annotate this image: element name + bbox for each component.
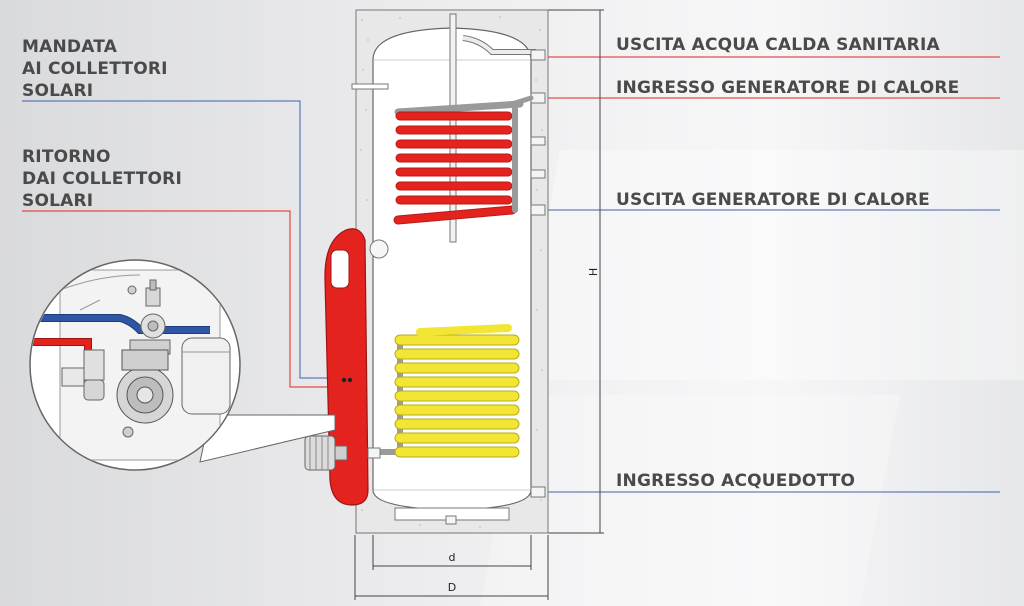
label-ritorno-line3: SOLARI <box>22 191 94 211</box>
dimension-d-label: d <box>449 551 456 564</box>
label-ritorno-line2: DAI COLLETTORI <box>22 169 182 189</box>
drain-valve <box>304 435 348 471</box>
label-ritorno: RITORNO DAI COLLETTORI SOLARI <box>22 146 182 212</box>
label-mandata-line3: SOLARI <box>22 81 94 101</box>
dimension-D-label: D <box>448 581 456 594</box>
label-ritorno-line1: RITORNO <box>22 147 111 167</box>
leader-ritorno <box>22 210 340 388</box>
thermometer-dial <box>369 239 389 259</box>
dimension-diameter <box>354 535 549 600</box>
solar-station-casing <box>324 228 369 506</box>
pump-detail-callout <box>29 259 241 471</box>
station-led-1 <box>341 377 347 383</box>
label-uscita-acs: USCITA ACQUA CALDA SANITARIA <box>616 35 940 55</box>
label-ingresso-generatore: INGRESSO GENERATORE DI CALORE <box>616 78 960 98</box>
station-led-2 <box>347 377 353 383</box>
dimension-h-label: H <box>587 268 600 276</box>
leader-lines <box>22 56 1000 493</box>
fittings-right <box>530 49 546 498</box>
leader-mandata <box>22 100 340 379</box>
station-display <box>330 249 350 289</box>
callout-wedge <box>199 414 336 463</box>
label-mandata: MANDATA AI COLLETTORI SOLARI <box>22 36 168 102</box>
solar-inlet-fitting <box>367 447 381 459</box>
label-mandata-line2: AI COLLETTORI <box>22 59 168 79</box>
upper-heating-coil <box>393 95 534 225</box>
label-ingresso-acquedotto: INGRESSO ACQUEDOTTO <box>616 471 856 491</box>
label-uscita-generatore: USCITA GENERATORE DI CALORE <box>616 190 930 210</box>
label-mandata-line1: MANDATA <box>22 37 118 57</box>
solar-coil <box>377 324 520 458</box>
sensor-pocket <box>351 83 389 90</box>
